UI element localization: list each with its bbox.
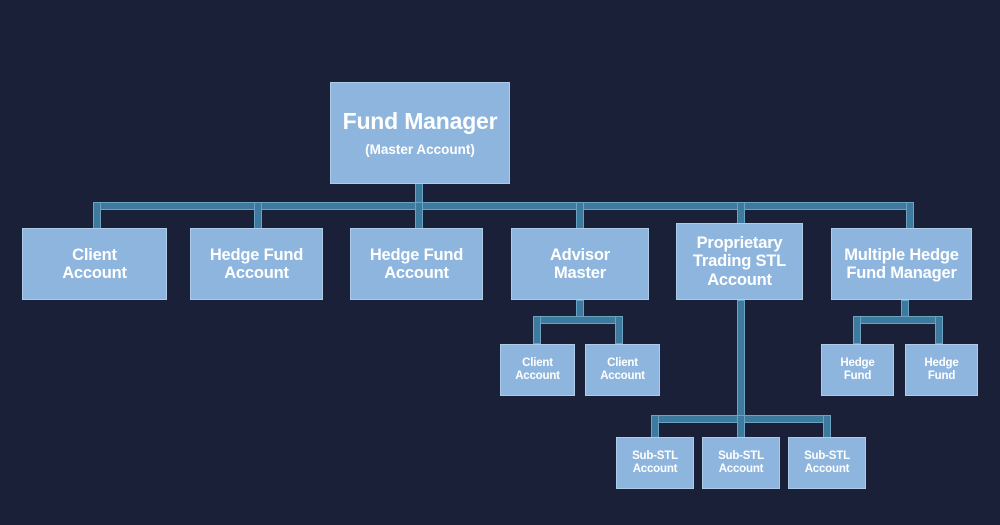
- connector-drop-advisor-master: [576, 202, 584, 229]
- node-sub-stl-account-1-title: Sub-STL Account: [632, 450, 678, 475]
- connector-drop-hedge-fund-account-2: [415, 202, 423, 229]
- node-proprietary-trading-stl-account[interactable]: Proprietary Trading STL Account: [676, 223, 803, 300]
- node-hedge-fund-account-1-title: Hedge Fund Account: [209, 245, 304, 282]
- node-advisor-client-account-2-title: Client Account: [600, 357, 645, 382]
- node-fund-manager-subtitle: (Master Account): [365, 141, 475, 157]
- connector-drop-sub-stl-3: [823, 415, 831, 439]
- node-fund-manager-title: Fund Manager: [342, 107, 498, 134]
- node-client-account[interactable]: Client Account: [22, 228, 167, 300]
- node-hedge-fund-1-title: Hedge Fund: [840, 357, 875, 382]
- node-multiple-hedge-fund-manager-title: Multiple Hedge Fund Manager: [844, 245, 959, 282]
- node-hedge-fund-2[interactable]: Hedge Fund: [905, 344, 978, 396]
- node-proprietary-trading-stl-account-title: Proprietary Trading STL Account: [692, 233, 787, 289]
- node-sub-stl-account-1[interactable]: Sub-STL Account: [616, 437, 694, 489]
- node-sub-stl-account-2[interactable]: Sub-STL Account: [702, 437, 780, 489]
- connector-advisor-master-bus: [533, 316, 623, 324]
- node-fund-manager[interactable]: Fund Manager (Master Account): [330, 82, 510, 184]
- node-sub-stl-account-3-title: Sub-STL Account: [804, 450, 850, 475]
- connector-drop-multiple-hedge-fund-manager: [906, 202, 914, 229]
- node-advisor-client-account-1-title: Client Account: [515, 357, 560, 382]
- node-advisor-master[interactable]: Advisor Master: [511, 228, 649, 300]
- node-advisor-master-title: Advisor Master: [549, 245, 611, 282]
- connector-stl-stem: [737, 300, 745, 422]
- node-advisor-client-account-1[interactable]: Client Account: [500, 344, 575, 396]
- node-sub-stl-account-2-title: Sub-STL Account: [718, 450, 764, 475]
- connector-drop-advisor-client-2: [615, 316, 623, 344]
- node-sub-stl-account-3[interactable]: Sub-STL Account: [788, 437, 866, 489]
- node-advisor-client-account-2[interactable]: Client Account: [585, 344, 660, 396]
- connector-drop-client-account: [93, 202, 101, 229]
- connector-drop-hedge-fund-1: [853, 316, 861, 344]
- connector-main-bus: [93, 202, 914, 210]
- connector-drop-hedge-fund-account-1: [254, 202, 262, 229]
- connector-multiple-hedge-fund-bus: [853, 316, 943, 324]
- node-hedge-fund-account-2-title: Hedge Fund Account: [369, 245, 464, 282]
- node-hedge-fund-account-2[interactable]: Hedge Fund Account: [350, 228, 483, 300]
- node-multiple-hedge-fund-manager[interactable]: Multiple Hedge Fund Manager: [831, 228, 972, 300]
- node-hedge-fund-account-1[interactable]: Hedge Fund Account: [190, 228, 323, 300]
- node-hedge-fund-2-title: Hedge Fund: [924, 357, 959, 382]
- node-hedge-fund-1[interactable]: Hedge Fund: [821, 344, 894, 396]
- connector-drop-sub-stl-1: [651, 415, 659, 439]
- connector-drop-hedge-fund-2: [935, 316, 943, 344]
- node-client-account-title: Client Account: [62, 245, 127, 282]
- connector-drop-advisor-client-1: [533, 316, 541, 344]
- connector-drop-sub-stl-2: [737, 415, 745, 439]
